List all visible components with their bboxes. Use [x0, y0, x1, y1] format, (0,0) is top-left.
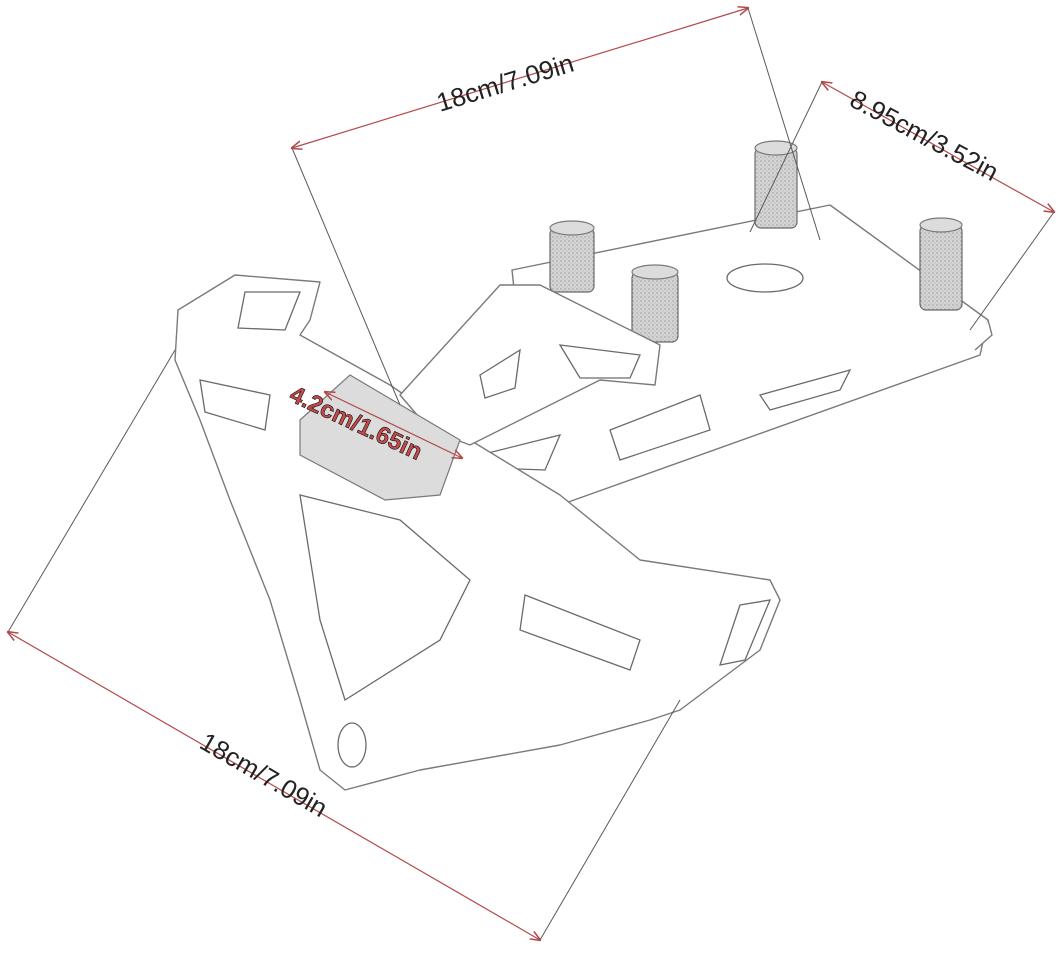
- side-plate-bottom-hole: [337, 722, 367, 768]
- brace-slot-1: [479, 348, 521, 399]
- side-plate-left-slot: [199, 379, 271, 431]
- top-plate-slot-mid: [609, 394, 711, 461]
- brace-slot-2: [558, 344, 641, 379]
- mounting-stud-4: [631, 264, 679, 343]
- side-plate-lower-slot: [519, 594, 641, 671]
- mounting-stud-2: [919, 217, 963, 311]
- top-plate-slot-right: [758, 368, 852, 411]
- mounting-stud-3: [549, 220, 595, 293]
- top-plate-center-hole: [726, 263, 804, 293]
- side-plate-upper-slot: [237, 291, 301, 331]
- top-plate-edge: [974, 319, 993, 351]
- right-width-label: 8.95cm/3.52in: [845, 84, 1003, 187]
- license-plate-bracket-illustration: [174, 140, 993, 791]
- end-tab-slot: [719, 599, 772, 666]
- mounting-stud-1: [754, 140, 798, 229]
- top-length-label: 18cm/7.09in: [433, 48, 577, 118]
